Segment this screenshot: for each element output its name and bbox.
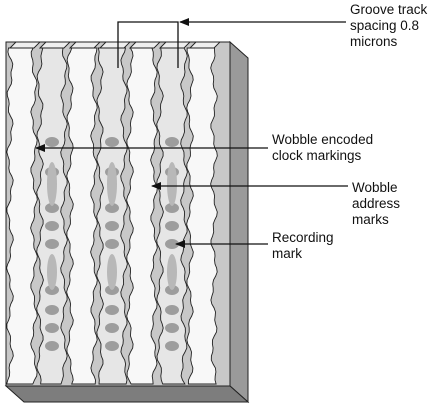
- wobble-clock-label-line-2: clock markings: [272, 148, 362, 163]
- groove-track: [66, 47, 98, 385]
- recording-mark: [45, 341, 59, 351]
- recording-mark: [165, 221, 179, 231]
- wobble-address-label: Wobble address marks: [352, 180, 400, 228]
- groove-track: [96, 47, 128, 385]
- recording-mark-label-line-1: Recording: [272, 230, 334, 245]
- wobble-clock-label: Wobble encoded clock markings: [272, 132, 373, 164]
- groove-track: [6, 47, 38, 385]
- track-top-cap: [98, 41, 132, 49]
- groove-track: [186, 47, 218, 385]
- recording-mark-label-line-2: mark: [272, 246, 302, 261]
- recording-mark: [105, 239, 119, 249]
- track-top-cap: [158, 41, 192, 49]
- wobble-address-mark: [167, 162, 177, 206]
- groove-track-label-line-1: Groove track: [350, 2, 428, 17]
- wobble-address-mark: [107, 254, 117, 290]
- substrate-bottom-face: [4, 385, 250, 403]
- recording-mark: [45, 305, 59, 315]
- groove-spacing-bracket: [117, 21, 179, 68]
- recording-mark: [165, 341, 179, 351]
- wobble-address-label-line-1: Wobble: [352, 180, 398, 195]
- groove-track: [126, 47, 158, 385]
- groove-track-label: Groove track spacing 0.8 microns: [350, 2, 427, 50]
- wobble-address-label-line-3: marks: [352, 212, 389, 227]
- recording-mark: [105, 341, 119, 351]
- recording-mark: [105, 221, 119, 231]
- recording-mark-label: Recording mark: [272, 230, 334, 262]
- recording-mark: [105, 203, 119, 213]
- track-top-cap: [38, 41, 72, 49]
- groove-track: [36, 47, 68, 385]
- track-top-cap: [128, 41, 162, 49]
- track-top-cap: [68, 41, 102, 49]
- recording-mark: [45, 203, 59, 213]
- wobble-address-mark: [107, 162, 117, 206]
- wobble-address-mark: [167, 254, 177, 290]
- wobble-address-mark: [47, 254, 57, 290]
- recording-mark: [45, 323, 59, 333]
- tracks-group: [6, 41, 222, 385]
- recording-mark: [165, 203, 179, 213]
- wobble-address-mark: [47, 162, 57, 206]
- recording-mark: [105, 305, 119, 315]
- recording-mark: [45, 221, 59, 231]
- recording-mark: [165, 323, 179, 333]
- recording-mark: [165, 305, 179, 315]
- track-top-cap: [8, 41, 42, 49]
- recording-mark: [105, 323, 119, 333]
- groove-track-label-line-2: spacing 0.8: [350, 18, 420, 33]
- wobble-clock-label-line-1: Wobble encoded: [272, 132, 374, 147]
- track-top-cap: [188, 41, 222, 49]
- recording-mark: [45, 239, 59, 249]
- wobble-address-label-line-2: address: [352, 196, 401, 211]
- recording-mark: [45, 137, 59, 147]
- groove-track-label-line-3: microns: [350, 34, 398, 49]
- recording-mark: [105, 137, 119, 147]
- recording-mark: [165, 137, 179, 147]
- substrate-side-face: [229, 40, 249, 404]
- groove-track: [156, 47, 188, 385]
- marks-group: [45, 137, 179, 351]
